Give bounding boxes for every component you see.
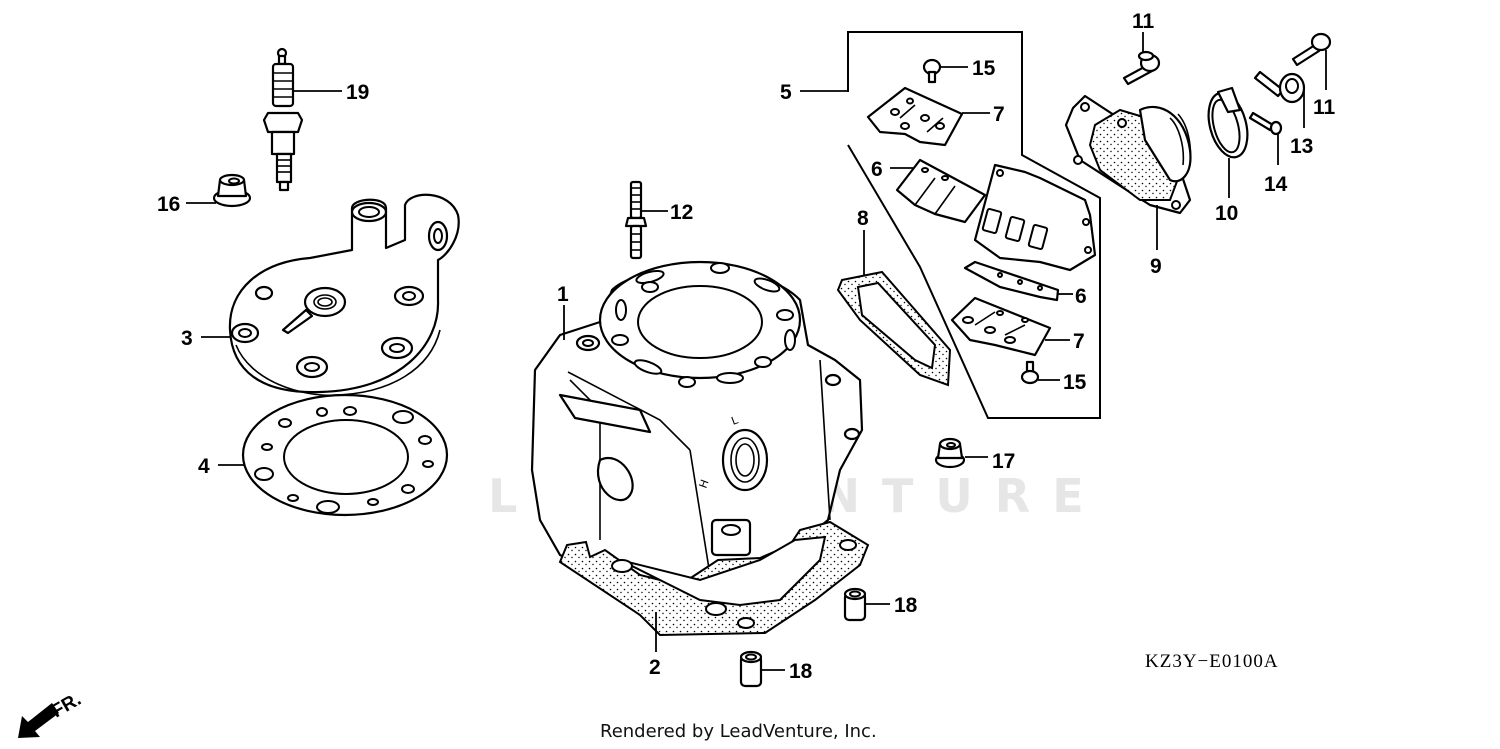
callout-18-upper: 18	[894, 594, 918, 617]
callout-5: 5	[780, 81, 792, 104]
callout-15-lower: 15	[1063, 371, 1087, 394]
clamp-screw-part[interactable]	[1248, 111, 1283, 136]
flange-bolt-part-right[interactable]	[1291, 32, 1332, 67]
callout-11-left: 11	[1132, 10, 1155, 33]
flange-bolt-part-left[interactable]	[1122, 50, 1161, 86]
callout-7-upper: 7	[993, 103, 1005, 126]
front-direction-label: FR.	[48, 689, 85, 722]
callout-7-lower: 7	[1073, 330, 1085, 353]
callout-15-upper: 15	[972, 57, 996, 80]
callout-9: 9	[1150, 255, 1162, 278]
callout-3: 3	[181, 327, 193, 350]
callout-16: 16	[157, 193, 180, 216]
cylinder-head-part[interactable]	[228, 193, 460, 397]
callout-13: 13	[1290, 135, 1313, 158]
arrow-down-left-icon	[18, 703, 59, 738]
callout-4: 4	[198, 455, 210, 478]
reed-cage-part[interactable]	[973, 163, 1097, 272]
stud-bolt-part[interactable]	[624, 180, 648, 260]
callout-12: 12	[670, 201, 693, 224]
dowel-pin-part-lower[interactable]	[739, 650, 763, 688]
callout-6-upper: 6	[871, 158, 883, 181]
callout-18-lower: 18	[789, 660, 813, 683]
callout-6-lower: 6	[1075, 285, 1087, 308]
cylinder-flange-nut-part[interactable]	[934, 437, 966, 469]
head-flange-nut-part[interactable]	[212, 173, 252, 208]
credit-text: Rendered by LeadVenture, Inc.	[600, 721, 877, 742]
reed-stopper-plate-part-upper[interactable]	[866, 86, 964, 147]
reed-valve-gasket-part[interactable]	[836, 270, 952, 387]
callout-17: 17	[992, 450, 1015, 473]
hose-clamp-part[interactable]	[1202, 86, 1254, 162]
spark-plug-part[interactable]	[262, 47, 304, 192]
callout-10: 10	[1215, 202, 1238, 225]
reed-screw-part-lower[interactable]	[1020, 360, 1040, 385]
cylinder-head-gasket-part[interactable]	[241, 393, 449, 517]
reed-petal-part-lower[interactable]	[963, 260, 1060, 302]
callout-19: 19	[346, 81, 369, 104]
reed-screw-part-upper[interactable]	[922, 58, 942, 84]
callout-1: 1	[557, 283, 569, 306]
callout-14: 14	[1264, 173, 1288, 196]
callout-8: 8	[857, 207, 869, 230]
cylinder-base-gasket-part[interactable]	[558, 520, 870, 637]
cylinder-mark-l: L	[730, 413, 741, 428]
reed-petal-part-upper[interactable]	[895, 158, 987, 224]
cable-clamp-part[interactable]	[1253, 70, 1306, 104]
callout-11-right: 11	[1313, 96, 1336, 119]
dowel-pin-part-upper[interactable]	[843, 587, 867, 622]
intake-manifold-part[interactable]	[1064, 94, 1192, 215]
reed-stopper-plate-part-lower[interactable]	[950, 296, 1052, 357]
diagram-code: KZ3Y−E0100A	[1145, 651, 1279, 672]
cylinder-part[interactable]: L H	[530, 260, 864, 582]
callout-2: 2	[649, 656, 661, 679]
reed-valve-assembly-bracket	[847, 31, 1101, 419]
